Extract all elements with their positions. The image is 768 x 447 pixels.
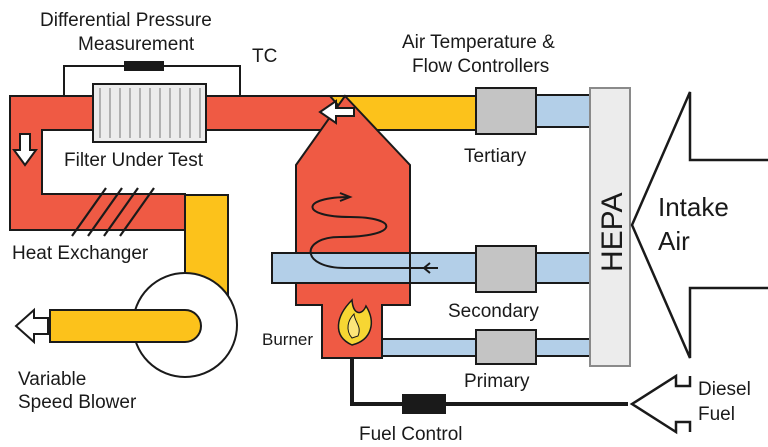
tertiary-label: Tertiary bbox=[464, 146, 527, 167]
left-flow-arrow-icon bbox=[318, 99, 355, 125]
tertiary-controller bbox=[475, 87, 537, 135]
pressure-sensor bbox=[124, 61, 164, 71]
diesel-label-1: Diesel bbox=[698, 379, 751, 400]
filter-pleats bbox=[99, 88, 201, 138]
primary-controller bbox=[475, 329, 537, 365]
primary-label: Primary bbox=[464, 371, 530, 392]
blower-label-2: Speed Blower bbox=[18, 392, 137, 413]
burner-label: Burner bbox=[262, 330, 313, 349]
blower-label-1: Variable bbox=[18, 369, 86, 390]
swirl-arrow-icon bbox=[339, 192, 353, 202]
secondary-flow-arrow-icon bbox=[422, 262, 431, 274]
heat-exchanger-label: Heat Exchanger bbox=[12, 243, 149, 264]
tertiary-air-duct bbox=[535, 94, 593, 128]
primary-air-duct bbox=[353, 338, 593, 357]
diesel-label-2: Fuel bbox=[698, 404, 735, 425]
air-temp-label-1: Air Temperature & bbox=[402, 32, 555, 53]
heat-exchanger-coils bbox=[71, 187, 155, 237]
exhaust-arrow-icon bbox=[14, 307, 49, 345]
fuel-control-label: Fuel Control bbox=[359, 424, 463, 445]
swirl-flow-icon bbox=[309, 196, 438, 269]
diff-pressure-label-1: Differential Pressure bbox=[40, 10, 212, 31]
fuel-line bbox=[350, 358, 628, 406]
intake-air-arrow-icon bbox=[630, 91, 768, 359]
secondary-controller bbox=[475, 245, 537, 293]
flame-inner-icon bbox=[347, 312, 360, 339]
tc-label: TC bbox=[252, 46, 277, 67]
diff-pressure-label-2: Measurement bbox=[78, 34, 195, 55]
hepa-label: HEPA bbox=[596, 193, 629, 272]
diesel-fuel-arrow-icon bbox=[629, 373, 692, 435]
intake-label-1: Intake bbox=[658, 192, 729, 222]
fuel-control-valve bbox=[402, 394, 446, 414]
hepa-filter-panel bbox=[589, 87, 631, 367]
secondary-label: Secondary bbox=[448, 301, 539, 322]
filter-under-test-label: Filter Under Test bbox=[64, 150, 204, 171]
down-flow-arrow-icon bbox=[12, 133, 38, 167]
blower-outlet-duct bbox=[49, 309, 202, 343]
intake-label-2: Air bbox=[658, 226, 690, 256]
air-temp-label-2: Flow Controllers bbox=[412, 56, 549, 77]
